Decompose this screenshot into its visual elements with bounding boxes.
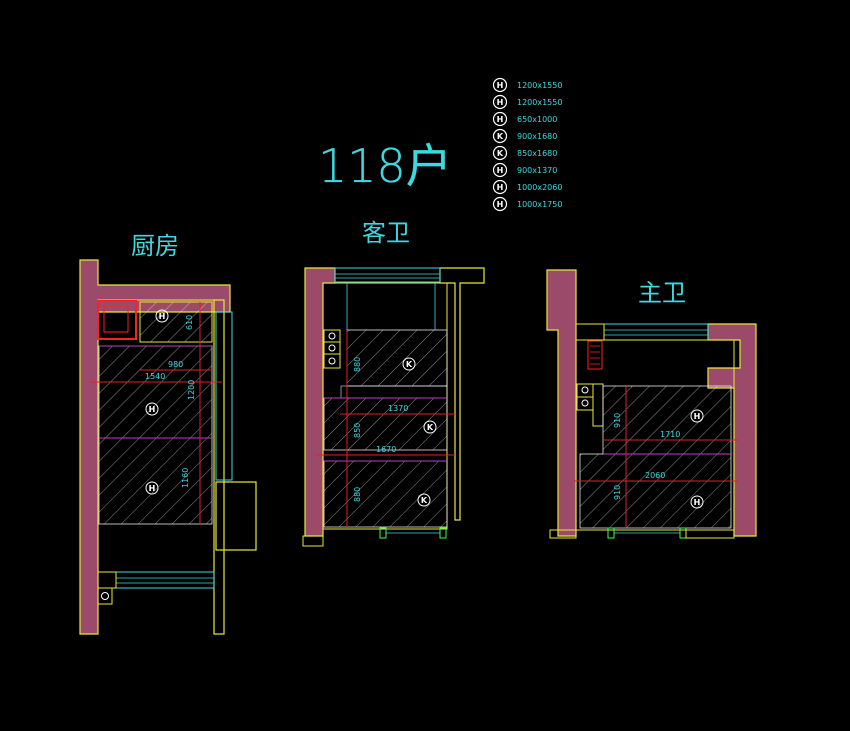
legend-tag: K: [497, 132, 504, 141]
legend-tag-circle: [492, 196, 508, 212]
legend-item: H 1200x1550: [492, 94, 562, 110]
master-bath-dim-3: 2060: [645, 471, 665, 480]
room-label-kitchen: 厨房: [131, 232, 179, 260]
legend-tag: H: [497, 115, 504, 124]
legend-size: 900x1370: [517, 166, 557, 175]
legend-tag-circle: [492, 179, 508, 195]
room-label-guest-bath: 客卫: [362, 219, 410, 247]
legend-item: H 900x1370: [492, 162, 557, 178]
legend-size: 650x1000: [517, 115, 557, 124]
guest-bath-dim-1: 880: [353, 357, 362, 372]
master-bath-tag-2: H: [690, 495, 704, 509]
legend-item: H 1000x1750: [492, 196, 562, 212]
legend-tag: H: [497, 98, 504, 107]
master-bath-plan: 910 1710 2060 910 H H: [546, 269, 757, 539]
legend-tag-circle: [492, 94, 508, 110]
room-label-master-bath: 主卫: [638, 279, 686, 307]
kitchen-tag-3: H: [145, 481, 159, 495]
guest-bath-dim-3: 850: [353, 423, 362, 438]
kitchen-side-window: [215, 311, 233, 481]
legend-size: 1000x2060: [517, 183, 562, 192]
svg-text:H: H: [694, 412, 701, 421]
legend-item: H 650x1000: [492, 111, 557, 127]
legend-size: 1200x1550: [517, 81, 562, 90]
guest-bath-tag-1: K: [402, 357, 416, 371]
kitchen-panel-3: [98, 437, 213, 525]
legend-item: H 1200x1550: [492, 77, 562, 93]
legend-size: 900x1680: [517, 132, 557, 141]
kitchen-dim-5: 1160: [181, 468, 190, 488]
master-bath-left-wall: [546, 269, 577, 537]
drawing-title: 118户: [318, 139, 452, 193]
master-bath-panel-2: [579, 453, 732, 529]
master-bath-room-outline: [575, 339, 735, 531]
legend-item: K 900x1680: [492, 128, 557, 144]
master-bath-dim-1: 910: [613, 413, 622, 428]
guest-bath-top-window: [334, 267, 441, 283]
legend-tag-circle: [492, 111, 508, 127]
legend-size: 1000x1750: [517, 200, 562, 209]
svg-text:H: H: [149, 405, 156, 414]
legend-tag-circle: [492, 128, 508, 144]
master-bath-panel-1: [602, 385, 732, 455]
svg-text:H: H: [149, 484, 156, 493]
master-bath-dim-4: 910: [613, 485, 622, 500]
kitchen-plan: 610 980 1540 1200 1160 H H H: [79, 259, 257, 635]
svg-text:K: K: [421, 496, 428, 505]
legend-tag: H: [497, 166, 504, 175]
legend-tag: K: [497, 149, 504, 158]
kitchen-dim-1: 610: [185, 315, 194, 330]
kitchen-dim-3: 1540: [145, 372, 165, 381]
svg-text:K: K: [406, 360, 413, 369]
kitchen-panel-1: [139, 301, 213, 343]
master-bath-top-window: [603, 323, 709, 341]
svg-text:H: H: [159, 312, 166, 321]
legend-size: 850x1680: [517, 149, 557, 158]
legend-tag-circle: [492, 77, 508, 93]
svg-text:K: K: [427, 423, 434, 432]
svg-text:H: H: [694, 498, 701, 507]
legend-tag: H: [497, 200, 504, 209]
legend-tag-circle: [492, 145, 508, 161]
guest-bath-dim-4: 1670: [376, 445, 396, 454]
kitchen-tag-1: H: [155, 309, 169, 323]
guest-bath-dim-2: 1370: [388, 404, 408, 413]
legend-tag: H: [497, 183, 504, 192]
legend-tag-circle: [492, 162, 508, 178]
kitchen-dim-4: 1200: [187, 380, 196, 400]
master-bath-pipe: [587, 340, 603, 370]
kitchen-protrusion: [215, 481, 257, 551]
kitchen-bottom-window: [115, 571, 215, 589]
master-bath-tag-1: H: [690, 409, 704, 423]
kitchen-dim-2: 980: [168, 360, 183, 369]
master-bath-dim-2: 1710: [660, 430, 680, 439]
legend-item: K 850x1680: [492, 145, 557, 161]
guest-bath-plan: 880 1370 850 1670 880 K K K: [302, 267, 485, 547]
guest-bath-tag-3: K: [417, 493, 431, 507]
legend-item: H 1000x2060: [492, 179, 562, 195]
guest-bath-panel-1: [346, 329, 448, 387]
guest-bath-dim-5: 880: [353, 487, 362, 502]
kitchen-tag-2: H: [145, 402, 159, 416]
kitchen-flue: [97, 300, 137, 340]
guest-bath-tag-2: K: [423, 420, 437, 434]
guest-bath-panel-2: [323, 397, 448, 451]
legend-tag: H: [497, 81, 504, 90]
legend-size: 1200x1550: [517, 98, 562, 107]
guest-bath-panel-3: [323, 460, 448, 528]
